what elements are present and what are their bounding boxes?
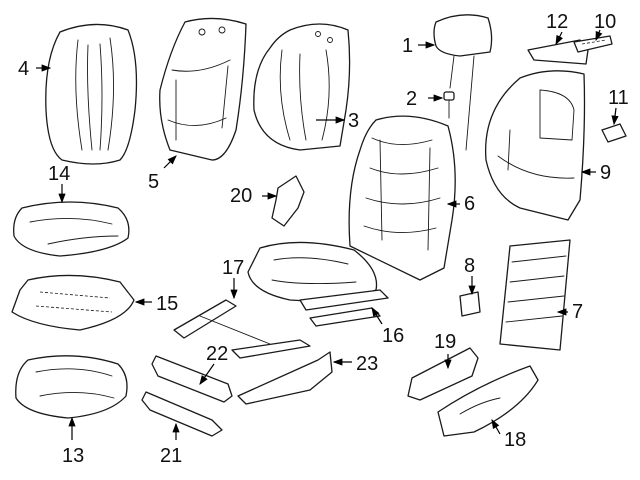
callout-14: 14 (48, 163, 70, 185)
part-23-side-trim[interactable] (237, 351, 333, 405)
callout-13: 13 (62, 445, 84, 467)
callout-9: 9 (600, 162, 611, 184)
callout-15: 15 (156, 293, 178, 315)
callout-2: 2 (406, 88, 417, 110)
callout-1: 1 (402, 35, 413, 57)
callout-11: 11 (608, 87, 629, 109)
callout-12: 12 (546, 11, 568, 33)
callout-21: 21 (160, 445, 182, 467)
part-7-lumbar-support[interactable] (499, 239, 571, 351)
part-1-headrest[interactable] (433, 14, 493, 151)
part-20-bracket[interactable] (271, 175, 305, 227)
callout-4: 4 (18, 58, 29, 80)
seat-cushion-assembly[interactable] (247, 241, 378, 302)
leader-lines (36, 29, 619, 440)
part-4-backrest-cover[interactable] (45, 23, 138, 165)
part-12-trim-strip[interactable] (527, 39, 589, 65)
part-17-seat-rail[interactable] (173, 299, 311, 359)
callout-7: 7 (572, 301, 583, 323)
part-3-backrest-pad[interactable] (253, 23, 351, 151)
callout-6: 6 (464, 193, 475, 215)
callout-22: 22 (206, 343, 228, 365)
part-6-backrest-frame[interactable] (348, 115, 456, 281)
callout-10: 10 (594, 11, 616, 33)
part-22-front-trim[interactable] (151, 355, 233, 403)
callout-5: 5 (148, 171, 159, 193)
part-10-switch-strip[interactable] (573, 35, 613, 53)
callout-18: 18 (504, 429, 526, 451)
callout-8: 8 (464, 255, 475, 277)
part-13-cushion-foam[interactable] (15, 355, 128, 419)
part-15-seat-pan[interactable] (11, 274, 135, 331)
part-9-back-shell[interactable] (484, 70, 586, 221)
callout-23: 23 (356, 353, 378, 375)
part-5-back-panel[interactable] (159, 17, 247, 161)
callout-17: 17 (222, 257, 244, 279)
part-19-side-cover[interactable] (407, 347, 479, 401)
callout-20: 20 (230, 185, 252, 207)
part-21-side-panel[interactable] (141, 391, 223, 437)
part-11-clip[interactable] (601, 123, 627, 143)
part-8-clip[interactable] (459, 291, 481, 317)
callout-labels: 1 2 3 4 5 6 7 8 9 10 11 12 13 14 15 16 1… (18, 11, 629, 467)
part-14-seat-cover[interactable] (13, 201, 130, 257)
part-18-side-trim-panel[interactable] (437, 365, 539, 437)
part-2-bolt[interactable] (443, 91, 455, 119)
callout-19: 19 (434, 331, 456, 353)
part-16-seat-rail[interactable] (299, 289, 389, 327)
callout-16: 16 (382, 325, 404, 347)
callout-3: 3 (348, 110, 359, 132)
